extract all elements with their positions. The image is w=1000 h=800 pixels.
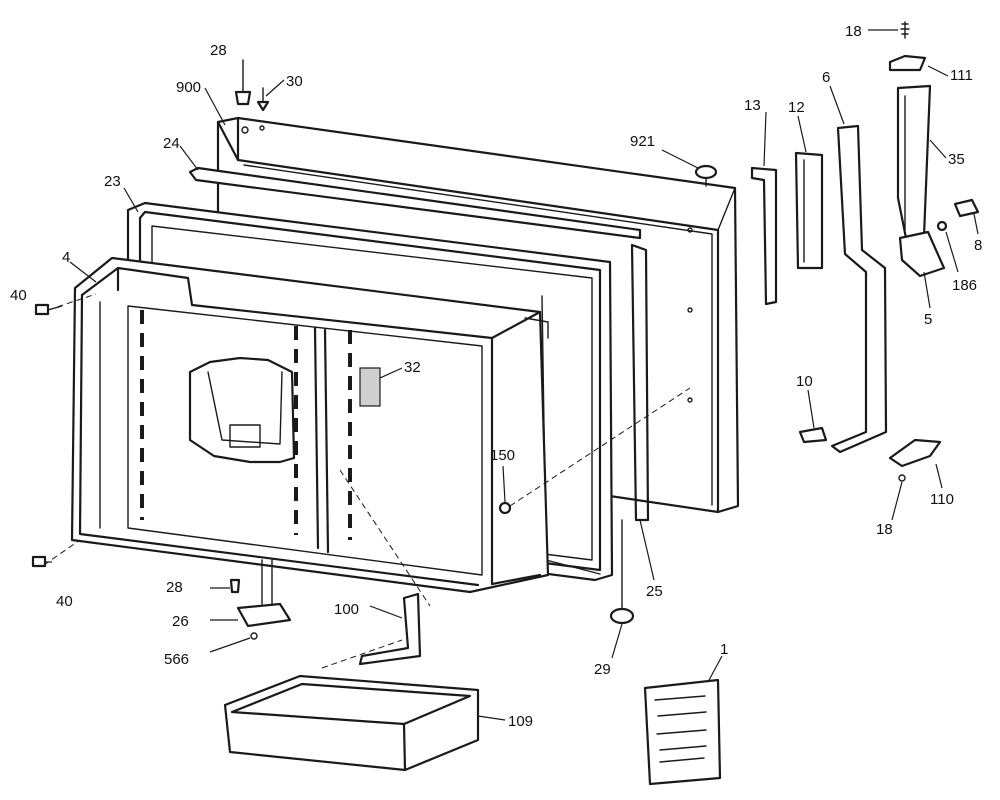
bottom-tray-109 — [223, 674, 480, 772]
callout-35: 35 — [948, 151, 965, 168]
callout-6: 6 — [822, 69, 830, 86]
callout-32: 32 — [404, 359, 421, 376]
handle-bracket-5 — [898, 230, 946, 278]
bottom-cap-29 — [609, 519, 635, 625]
bottom-bushing — [229, 578, 241, 594]
callout-1: 1 — [720, 641, 728, 658]
callout-109: 109 — [508, 713, 533, 730]
retainer-clip — [498, 501, 512, 515]
callout-110: 110 — [930, 491, 954, 508]
screw-186 — [936, 220, 948, 232]
callout-28-bottom: 28 — [166, 579, 183, 596]
callout-28-top: 28 — [210, 42, 227, 59]
hinge-plate-26 — [236, 559, 292, 628]
callout-13: 13 — [744, 97, 761, 114]
callout-10: 10 — [796, 373, 813, 390]
top-screw — [256, 87, 270, 112]
callout-23: 23 — [104, 173, 121, 190]
latch-bracket — [359, 367, 381, 407]
callout-26: 26 — [172, 613, 189, 630]
screw-18-top — [900, 21, 910, 39]
callout-900: 900 — [176, 79, 201, 96]
side-stop-lower — [31, 555, 47, 568]
callout-labels: 900 28 30 24 23 4 40 40 921 13 12 6 18 1… — [10, 23, 982, 730]
leader-lines — [43, 29, 979, 721]
callout-40-lower: 40 — [56, 593, 73, 610]
callout-18-lower: 18 — [876, 521, 893, 538]
callout-40-upper: 40 — [10, 287, 27, 304]
callout-30: 30 — [286, 73, 303, 90]
handle-cover — [896, 84, 932, 240]
callout-4: 4 — [62, 249, 70, 266]
callout-5: 5 — [924, 311, 932, 328]
callout-186: 186 — [952, 277, 977, 294]
small-cap-8 — [953, 198, 980, 218]
top-bushing — [234, 59, 252, 106]
callout-566: 566 — [164, 651, 189, 668]
callout-24: 24 — [163, 135, 180, 152]
callout-150: 150 — [490, 447, 515, 464]
trim-strip-13 — [750, 166, 778, 306]
hinge-cap — [888, 54, 927, 72]
lower-clip-10 — [798, 426, 828, 444]
callout-8: 8 — [974, 237, 982, 254]
callout-29: 29 — [594, 661, 611, 678]
callout-100: 100 — [334, 601, 359, 618]
stop-cap — [694, 164, 718, 187]
handle-assembly — [830, 124, 888, 454]
inner-door-liner — [70, 256, 550, 594]
screw-18-lower — [898, 474, 906, 482]
callout-18-top: 18 — [845, 23, 862, 40]
callout-12: 12 — [788, 99, 805, 116]
side-stop-upper — [34, 303, 50, 316]
trim-strip-12 — [794, 151, 824, 270]
screw-566 — [250, 632, 258, 640]
bracket-100 — [358, 592, 422, 666]
instruction-card — [643, 678, 722, 786]
callout-25: 25 — [646, 583, 663, 600]
callout-111: 111 — [950, 67, 973, 84]
callout-921: 921 — [630, 133, 655, 150]
handle-mount-110 — [888, 438, 942, 468]
